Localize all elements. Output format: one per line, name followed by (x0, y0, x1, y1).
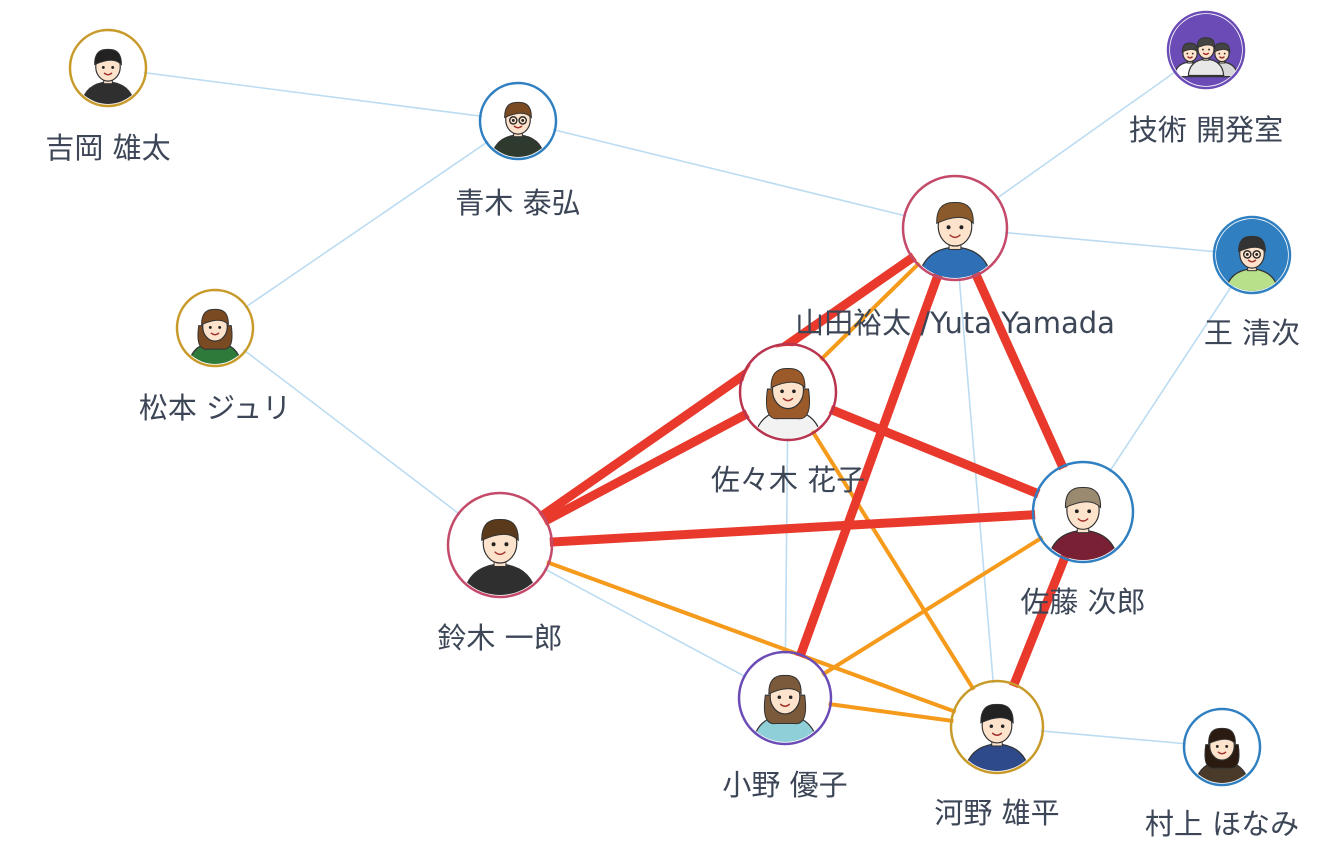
node-label-ono: 小野 優子 (722, 768, 847, 802)
edge-aoki-matsumoto (214, 120, 519, 329)
node-ring (68, 28, 148, 108)
node-label-gijutsu: 技術 開発室 (1129, 113, 1283, 147)
node-suzuki[interactable]: 鈴木 一郎 (437, 491, 563, 655)
edge-sasaki-suzuki (495, 387, 793, 550)
node-ring (949, 679, 1045, 775)
edge-suzuki-ono (499, 544, 786, 699)
edge-yamada-kono (954, 227, 998, 728)
node-label-yamada: 山田裕太 /Yuta Yamada (795, 306, 1115, 340)
woman-long-hair-avatar-icon (179, 292, 251, 364)
edge-sato-ono (783, 510, 1085, 700)
edge-yamada-ono (780, 223, 960, 703)
edge-yoshioka-aoki (107, 67, 519, 122)
man-hoodie-avatar-icon (905, 178, 1005, 278)
node-label-murakami: 村上 ほなみ (1145, 807, 1299, 841)
node-ring (175, 288, 255, 368)
node-label-suzuki: 鈴木 一郎 (437, 621, 562, 655)
node-label-wang: 王 清次 (1204, 316, 1300, 350)
edge-sasaki-kono (786, 390, 999, 729)
node-murakami[interactable]: 村上 ほなみ (1145, 707, 1299, 841)
node-matsumoto[interactable]: 松本 ジュリ (139, 288, 291, 425)
node-ring (1212, 215, 1292, 295)
node-label-kono: 河野 雄平 (934, 796, 1059, 830)
edge-wang-sato (1082, 254, 1253, 513)
edge-sasaki-ono (784, 391, 789, 699)
node-label-sasaki: 佐々木 花子 (711, 463, 865, 497)
node-aoki[interactable]: 青木 泰弘 (455, 81, 581, 220)
node-wang[interactable]: 王 清次 (1204, 215, 1300, 350)
node-gijutsu[interactable]: 技術 開発室 (1129, 10, 1283, 147)
node-ring (446, 491, 554, 599)
node-ring (901, 174, 1009, 282)
node-ring (737, 650, 833, 746)
node-ring (1031, 460, 1135, 564)
edge-matsumoto-suzuki (214, 327, 501, 546)
team-group-avatar-icon (1170, 14, 1242, 86)
edge-aoki-yamada (517, 120, 956, 229)
node-kono[interactable]: 河野 雄平 (934, 679, 1060, 830)
node-label-aoki: 青木 泰弘 (455, 186, 580, 220)
edge-suzuki-kono (498, 543, 999, 729)
node-ring (478, 81, 558, 161)
node-ring (1182, 707, 1262, 787)
edge-suzuki-sato (495, 507, 1088, 550)
node-label-sato: 佐藤 次郎 (1020, 585, 1145, 619)
edge-yamada-suzuki (495, 223, 960, 550)
node-ring (738, 342, 838, 442)
node-label-yoshioka: 吉岡 雄太 (45, 131, 170, 165)
node-ring (1166, 10, 1246, 90)
node-label-matsumoto: 松本 ジュリ (139, 391, 291, 425)
node-yoshioka[interactable]: 吉岡 雄太 (45, 28, 171, 165)
edge-sasaki-sato (783, 387, 1088, 517)
node-yamada[interactable]: 山田裕太 /Yuta Yamada (795, 174, 1115, 340)
